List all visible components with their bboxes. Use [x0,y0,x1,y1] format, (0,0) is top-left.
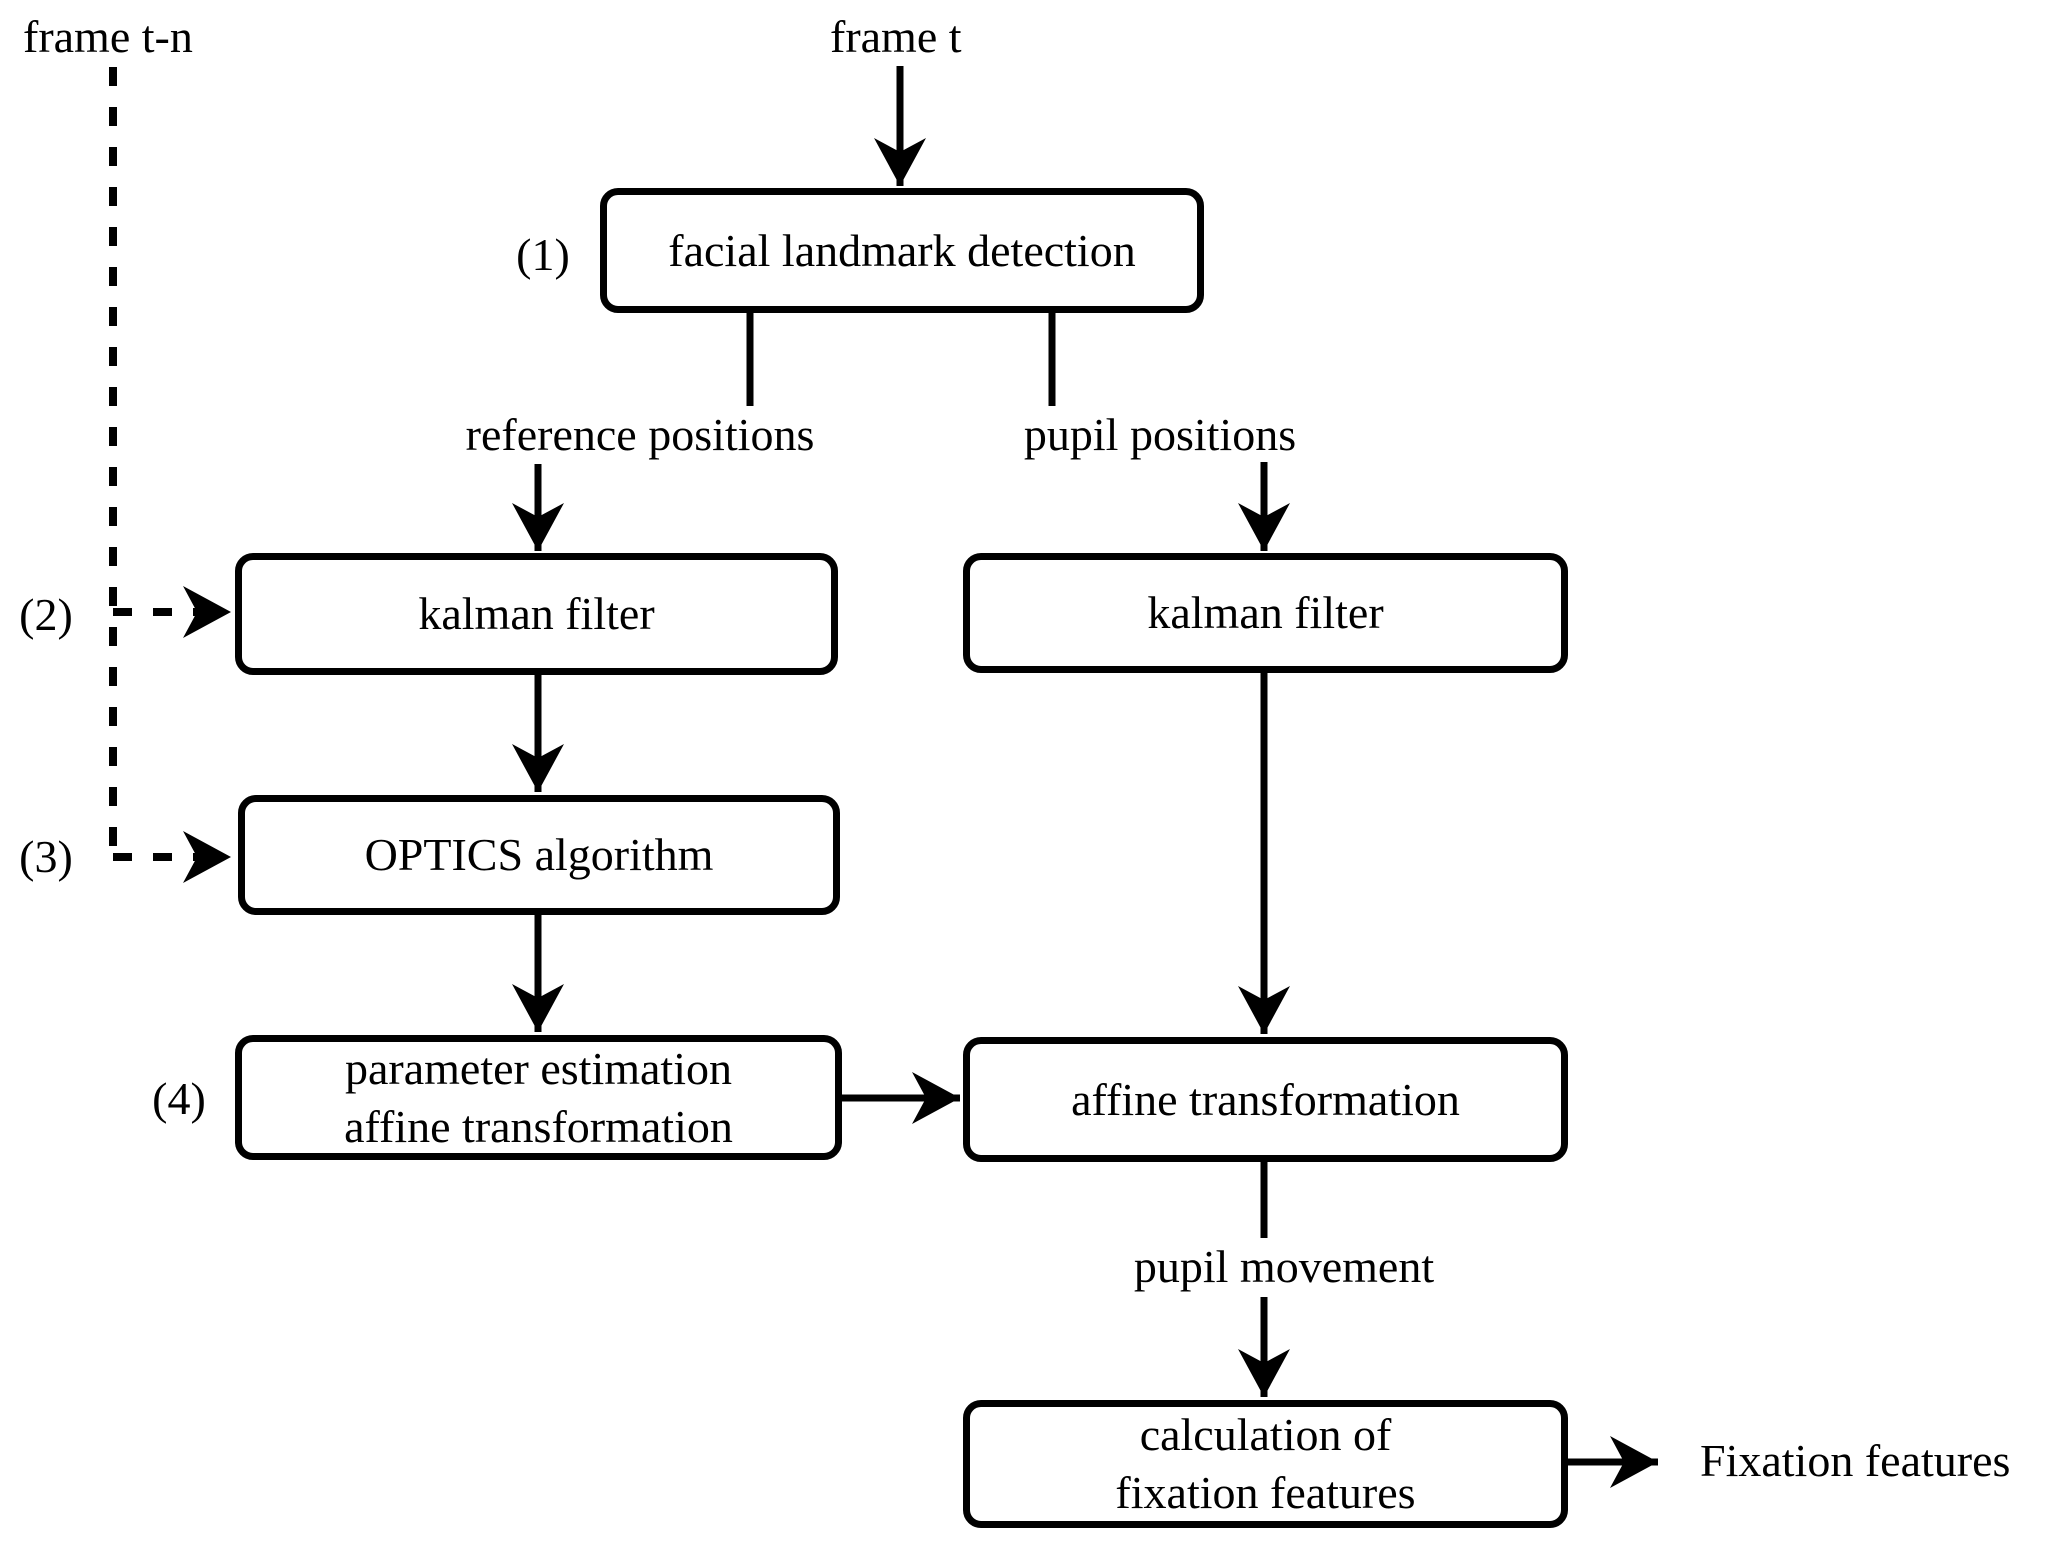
node-parameter-estimation-line2: affine transformation [344,1100,733,1152]
step-2-label: (2) [19,589,73,640]
node-optics-algorithm-text: OPTICS algorithm [364,829,714,881]
node-optics-algorithm: OPTICS algorithm [238,795,840,915]
node-facial-landmark-detection-text: facial landmark detection [668,224,1136,276]
node-calculation-line2: fixation features [1115,1467,1416,1518]
node-kalman-filter-left-text: kalman filter [418,588,655,640]
pupil-positions-label: pupil positions [1023,409,1297,460]
step-1-label: (1) [516,229,570,280]
node-parameter-estimation: parameter estimation affine transformati… [235,1035,842,1160]
reference-positions-label: reference positions [465,409,815,460]
node-affine-transformation: affine transformation [963,1037,1568,1162]
node-kalman-filter-right-text: kalman filter [1147,587,1384,639]
node-kalman-filter-right: kalman filter [963,553,1568,673]
node-parameter-estimation-line1: parameter estimation [344,1042,732,1094]
frame-t-label: frame t [830,11,962,62]
node-calculation-line1: calculation of [1139,1409,1392,1461]
frame-tn-label: frame t-n [23,11,193,62]
fixation-features-label: Fixation features [1700,1435,2011,1486]
node-affine-transformation-text: affine transformation [1071,1073,1460,1125]
node-facial-landmark-detection: facial landmark detection [600,188,1204,313]
step-3-label: (3) [19,831,73,882]
step-4-label: (4) [152,1073,206,1124]
node-kalman-filter-left: kalman filter [235,553,838,675]
node-calculation-fixation-features: calculation of fixation features [963,1400,1568,1528]
pupil-movement-label: pupil movement [1123,1238,1445,1297]
